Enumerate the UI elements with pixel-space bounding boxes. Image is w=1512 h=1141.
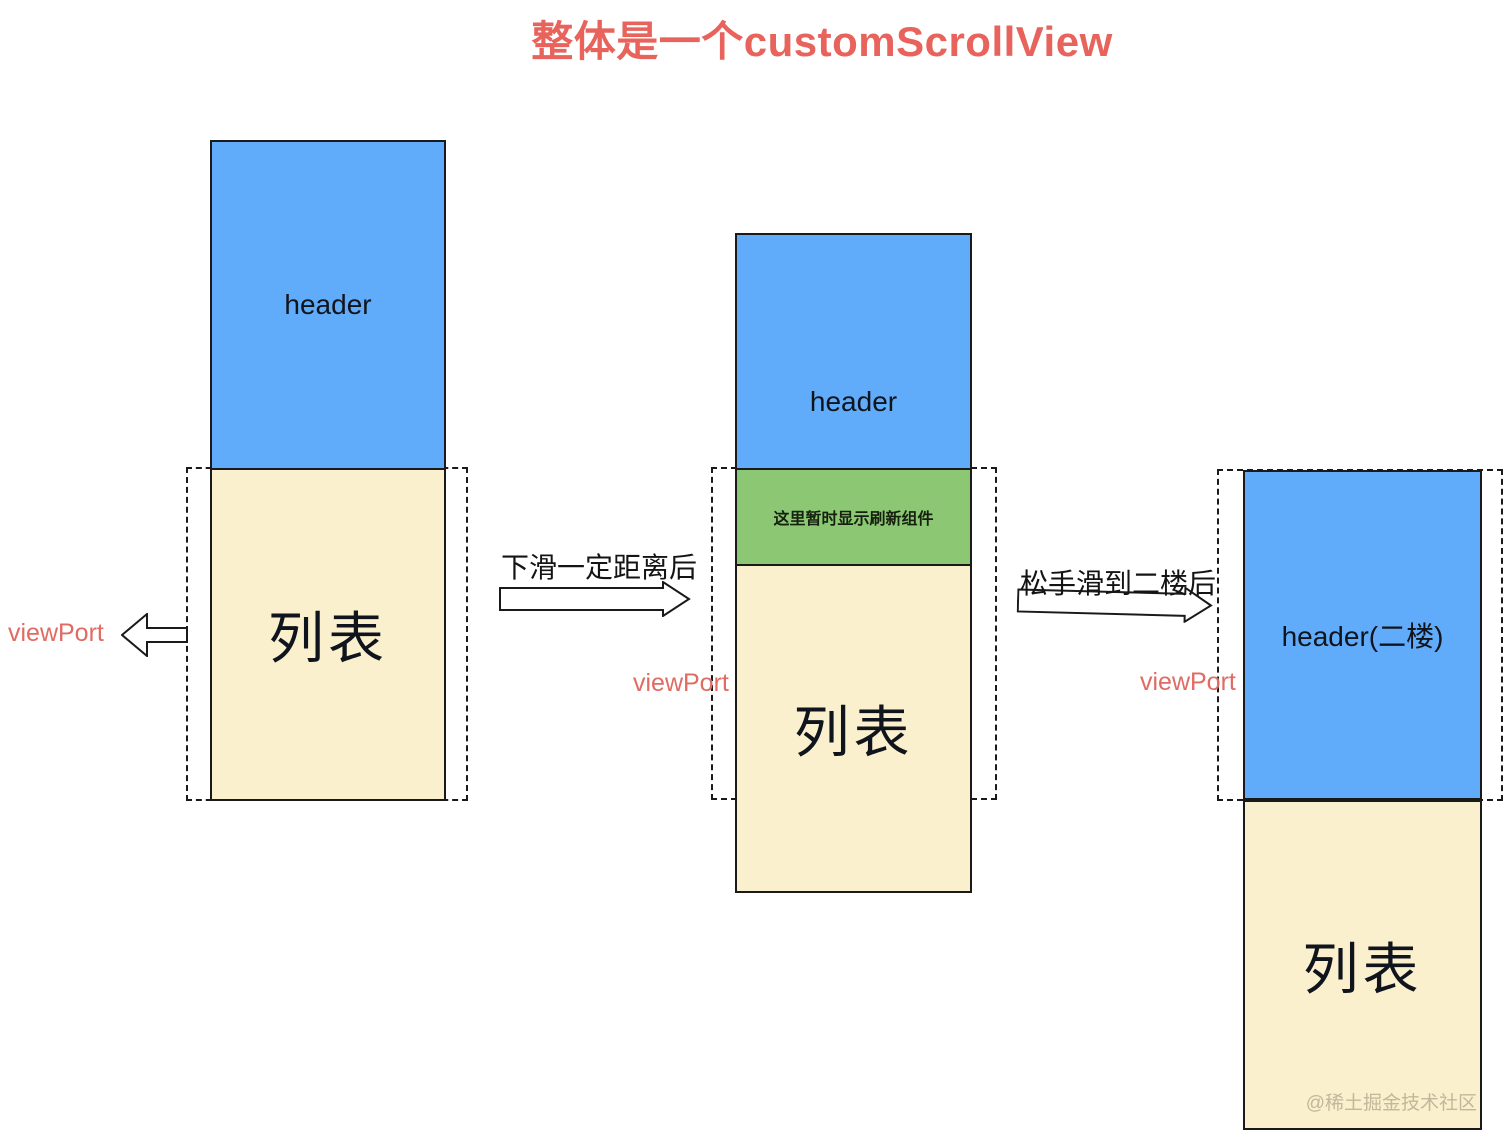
stage3-header-label: header(二楼) <box>1281 621 1444 652</box>
community-watermark: @稀土掘金技术社区 <box>1305 1093 1477 1114</box>
transition2-label: 松手滑到二楼后 <box>1020 568 1217 599</box>
stage1-viewport-label: viewPort <box>8 619 104 647</box>
stage2-header-box: header <box>735 233 972 470</box>
stage2-list-box: 列表 <box>735 564 972 893</box>
diagram-title: 整体是一个customScrollView <box>531 18 1113 65</box>
stage1-list-box: 列表 <box>210 468 446 801</box>
stage3-list-box: 列表 @稀土掘金技术社区 <box>1243 800 1482 1130</box>
stage1-header-label: header <box>284 289 372 320</box>
viewport-pointer-left-arrow-icon <box>121 613 188 657</box>
stage3-header-box: header(二楼) <box>1243 470 1482 800</box>
transition1-right-arrow-icon <box>499 581 691 617</box>
stage1-list-label: 列表 <box>268 607 388 670</box>
stage3-viewport-label: viewPort <box>1140 668 1236 696</box>
stage2-refresh-box: 这里暂时显示刷新组件 <box>735 468 972 566</box>
stage2-viewport-label: viewPort <box>633 669 729 697</box>
stage3-list-label: 列表 <box>1302 937 1423 1001</box>
stage1-header-box: header <box>210 140 446 470</box>
transition2-right-arrow-icon <box>1016 585 1213 624</box>
stage2-header-label: header <box>809 386 898 417</box>
transition1-label: 下滑一定距离后 <box>501 552 698 583</box>
stage2-list-label: 列表 <box>793 701 914 764</box>
stage2-refresh-label: 这里暂时显示刷新组件 <box>773 511 934 528</box>
